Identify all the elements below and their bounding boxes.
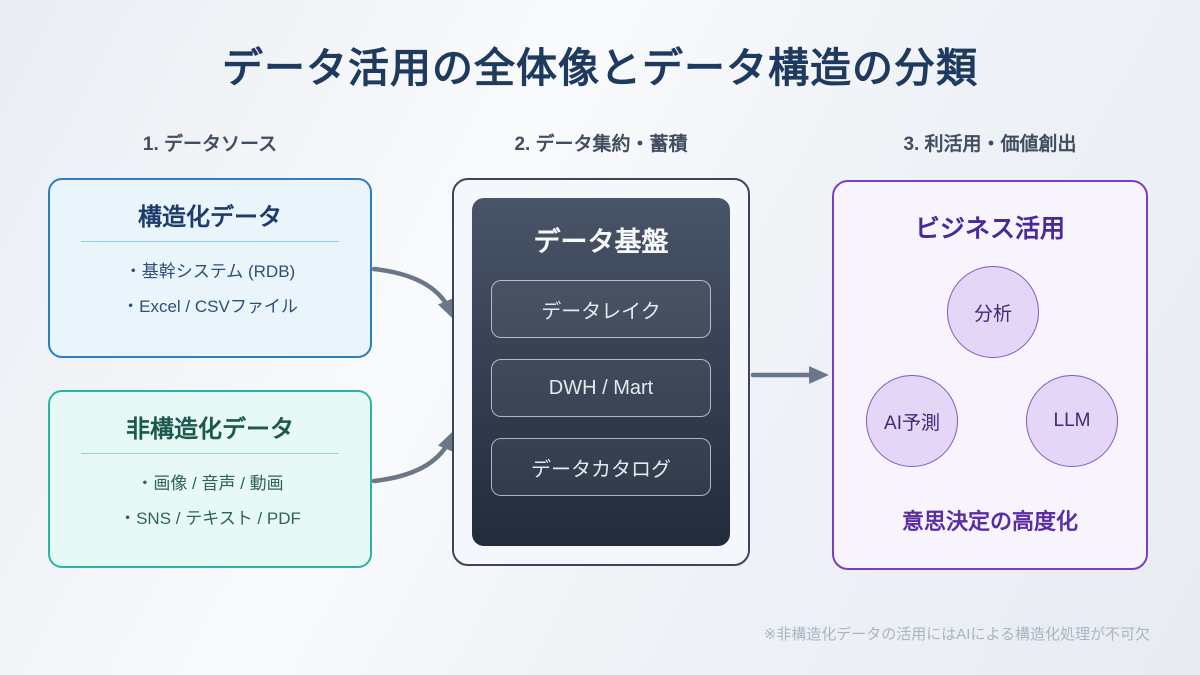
unstructured-data-title: 非構造化データ: [126, 416, 294, 443]
divider: [81, 453, 339, 454]
platform-item-data-catalog: データカタログ: [491, 438, 711, 496]
structured-data-title: 構造化データ: [138, 204, 282, 231]
circle-llm: LLM: [1026, 375, 1118, 467]
unstructured-item: ・SNS / テキスト / PDF: [119, 509, 301, 528]
column-header-data-sources: 1. データソース: [142, 134, 278, 155]
circle-ai-prediction: AI予測: [866, 375, 958, 467]
divider: [81, 241, 339, 242]
structured-item: ・基幹システム (RDB): [124, 262, 296, 281]
business-footer-text: 意思決定の高度化: [901, 509, 1078, 534]
business-utilization-title: ビジネス活用: [914, 215, 1065, 243]
column-header-aggregation: 2. データ集約・蓄積: [514, 134, 688, 155]
platform-outer-box: データ基盤 データレイク DWH / Mart データカタログ: [452, 178, 750, 566]
business-utilization-box: ビジネス活用 分析 AI予測 LLM 意思決定の高度化: [832, 180, 1148, 570]
arrow-structured-to-platform: [371, 266, 455, 320]
footnote: ※非構造化データの活用にはAIによる構造化処理が不可欠: [763, 626, 1150, 643]
structured-data-box: 構造化データ ・基幹システム (RDB) ・Excel / CSVファイル: [48, 178, 372, 358]
column-header-utilization: 3. 利活用・価値創出: [903, 134, 1077, 155]
data-platform-panel: データ基盤 データレイク DWH / Mart データカタログ: [472, 198, 730, 546]
structured-item: ・Excel / CSVファイル: [122, 297, 298, 316]
platform-item-data-lake: データレイク: [491, 280, 711, 338]
arrow-unstructured-to-platform: [371, 430, 455, 484]
slide-title: データ活用の全体像とデータ構造の分類: [222, 45, 978, 91]
platform-item-dwh-mart: DWH / Mart: [491, 359, 711, 417]
unstructured-data-box: 非構造化データ ・画像 / 音声 / 動画 ・SNS / テキスト / PDF: [48, 390, 372, 568]
data-platform-title: データ基盤: [533, 227, 669, 257]
circle-analysis: 分析: [947, 266, 1039, 358]
unstructured-item: ・画像 / 音声 / 動画: [136, 474, 284, 493]
